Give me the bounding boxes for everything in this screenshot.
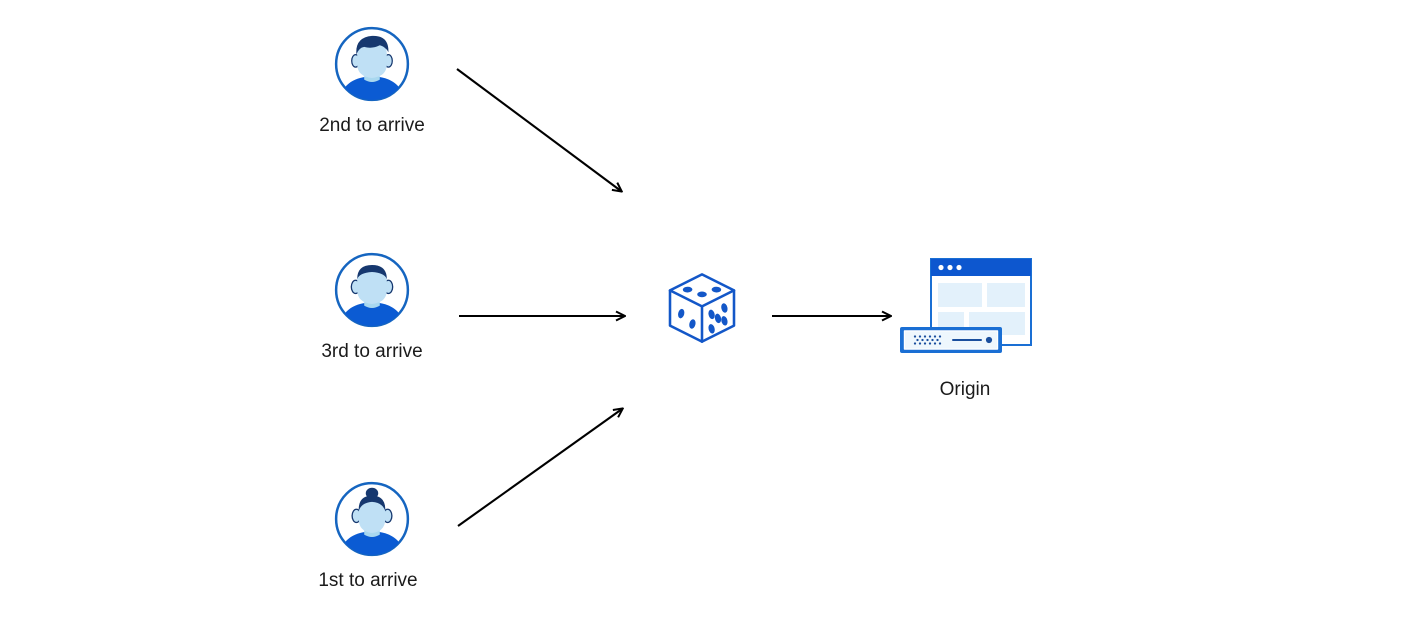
dice-icon bbox=[662, 268, 742, 348]
user-avatar-icon-2nd bbox=[333, 25, 411, 103]
node-label-2nd: 2nd to arrive bbox=[319, 115, 425, 136]
node-label-origin: Origin bbox=[939, 379, 991, 400]
node-label-3rd: 3rd to arrive bbox=[321, 341, 423, 362]
node-label-1st: 1st to arrive bbox=[318, 570, 418, 591]
edge-1st-to-dice bbox=[457, 409, 622, 527]
user-avatar-icon-3rd bbox=[333, 251, 411, 329]
user-avatar-icon-1st bbox=[333, 480, 411, 558]
origin-server-icon bbox=[893, 255, 1038, 365]
edge-2nd-to-dice bbox=[456, 68, 621, 191]
server-device-icon bbox=[900, 327, 1002, 353]
